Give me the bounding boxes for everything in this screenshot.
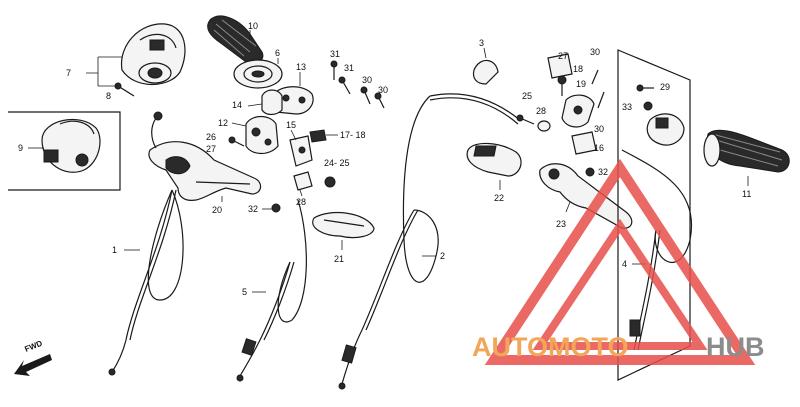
callout-15: 15 [286,120,296,130]
callout-14: 14 [232,100,242,110]
callout-4: 4 [622,259,627,269]
left-switch-housing-upper [120,23,186,85]
screws-31-30 [330,60,385,109]
callout-12: 12 [218,118,228,128]
bolt-25-right [516,114,535,125]
callout-30-a: 30 [362,75,372,85]
callout-22: 22 [494,193,504,203]
clutch-lever [148,141,262,201]
callout-26: 26 [206,132,216,142]
brake-lever-cover [466,142,522,177]
brake-switch-15 [289,135,313,167]
callout-16: 16 [594,143,604,153]
callout-30-b: 30 [378,85,388,95]
clutch-cable [108,189,184,376]
front-brake-cable [338,93,521,390]
nut-33 [643,101,653,111]
fwd-label: FWD [23,339,43,354]
screw-29 [636,84,654,92]
nut-24-25 [324,176,336,188]
callout-18: 18 [573,64,583,74]
watermark-word-automoto: AUTOMOTO [472,332,629,362]
collar-28-center [293,171,313,191]
callout-30-d: 30 [594,124,604,134]
callout-17-18: 17- 18 [340,130,366,140]
callout-1: 1 [112,245,117,255]
callout-27-left: 27 [206,144,216,154]
switch-part-17-18 [309,129,327,143]
callout-2: 2 [440,251,445,261]
throttle-pulley [233,59,283,89]
callout-25-right: 25 [522,91,532,101]
collar-28-right [537,120,551,132]
callout-6: 6 [275,48,280,58]
callout-27-right: 27 [558,51,568,61]
callout-32-left: 32 [248,204,258,214]
bracket-3 [472,59,499,85]
switch-screw-8 [114,82,135,97]
right-switch-16 [571,131,597,155]
callout-3: 3 [479,38,484,48]
callout-19: 19 [576,79,586,89]
callout-29: 29 [660,82,670,92]
callout-24-25: 24- 25 [324,158,350,168]
callout-28-right: 28 [536,106,546,116]
callout-11: 11 [742,189,751,199]
callout-31-top: 31 [330,49,340,59]
callout-21: 21 [334,254,344,264]
throttle-cable [236,199,307,382]
forward-direction-arrow: FWD [14,339,52,376]
callout-23: 23 [556,219,566,229]
callout-20: 20 [212,205,222,215]
callout-5: 5 [242,287,247,297]
callout-9: 9 [18,143,23,153]
watermark-logo [484,158,756,365]
callout-10: 10 [248,21,258,31]
watermark-word-hub: HUB [706,332,765,362]
lever-cover [312,211,375,239]
right-grip [703,129,790,173]
callout-33: 33 [622,102,632,112]
right-switch-housing [646,113,685,146]
nut-32-left [271,203,281,213]
throttle-housing-14 [261,89,283,116]
throttle-housing-lower [245,115,279,155]
screw-26-27 [228,136,245,147]
callout-28-center: 28 [296,197,306,207]
left-switch-inset [8,111,121,191]
callout-8: 8 [106,91,111,101]
callout-31-lower: 31 [344,63,354,73]
nut-32-right [585,167,595,177]
left-grip [207,15,264,65]
callout-13: 13 [296,62,306,72]
brake-master-parts [547,53,605,128]
callout-7: 7 [66,68,71,78]
callout-30-c: 30 [590,47,600,57]
callout-32-right: 32 [598,167,608,177]
